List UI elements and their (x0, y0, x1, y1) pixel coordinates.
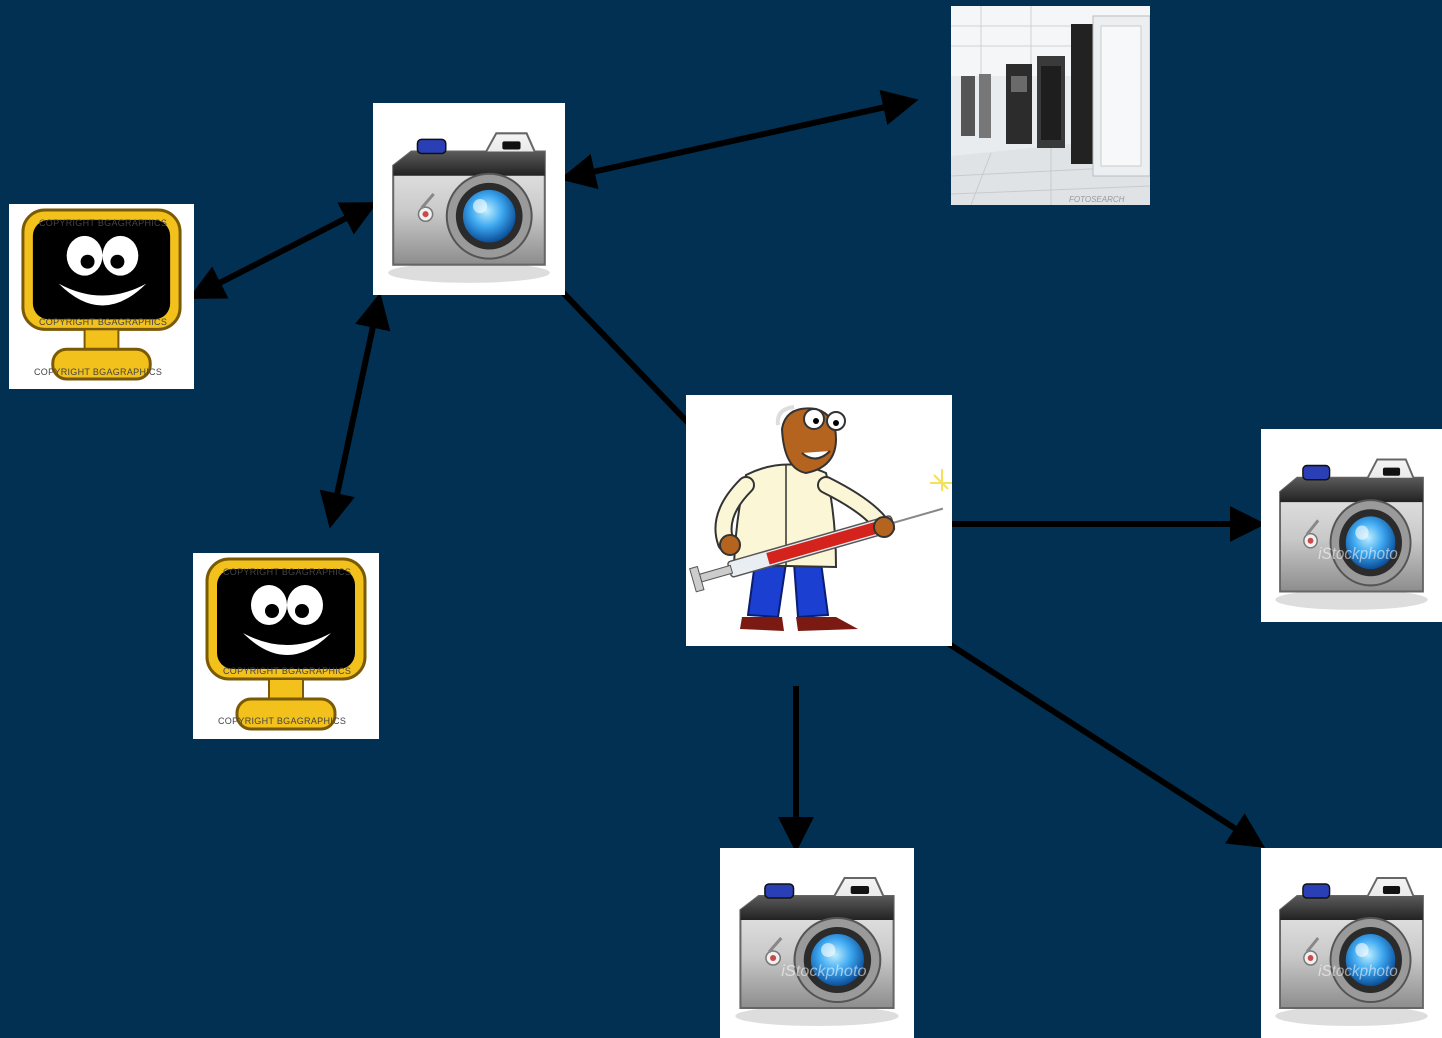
camera-bottom-center-node: iStockphoto (720, 848, 914, 1038)
monitor-watermark: COPYRIGHT BGAGRAPHICS (218, 716, 346, 726)
camera-main-node (373, 103, 565, 295)
monitor-watermark: COPYRIGHT BGAGRAPHICS (39, 218, 167, 228)
arrow-camera-monitor-1 (188, 202, 378, 299)
monitor-watermark: COPYRIGHT BGAGRAPHICS (223, 567, 351, 577)
doctor-node (686, 395, 952, 646)
arrow-camera-server (559, 89, 919, 190)
monitor-watermark: COPYRIGHT BGAGRAPHICS (34, 367, 162, 377)
camera-icon: iStockphoto (733, 876, 901, 1028)
camera-watermark: iStockphoto (1318, 963, 1398, 980)
server-watermark: FOTOSEARCH (1069, 195, 1125, 204)
arrow-doctor-camera-bottom-right (913, 619, 1266, 848)
smiling-monitor-icon: COPYRIGHT BGAGRAPHICS COPYRIGHT BGAGRAPH… (205, 557, 367, 731)
camera-right-node: iStockphoto (1261, 429, 1442, 622)
camera-watermark: iStockphoto (781, 962, 866, 980)
smiling-monitor-icon: COPYRIGHT BGAGRAPHICS COPYRIGHT BGAGRAPH… (21, 208, 182, 381)
monitor-watermark: COPYRIGHT BGAGRAPHICS (39, 317, 167, 327)
server-room-node: FOTOSEARCH (951, 6, 1150, 205)
doctor-with-syringe-icon (689, 405, 952, 631)
server-room-photo: FOTOSEARCH (951, 6, 1150, 205)
monitor-1-node: COPYRIGHT BGAGRAPHICS COPYRIGHT BGAGRAPH… (9, 204, 194, 389)
monitor-watermark: COPYRIGHT BGAGRAPHICS (223, 666, 351, 676)
camera-bottom-right-node: iStockphoto (1261, 848, 1442, 1038)
camera-watermark: iStockphoto (1318, 546, 1398, 564)
camera-icon: iStockphoto (1273, 876, 1430, 1028)
monitor-2-node: COPYRIGHT BGAGRAPHICS COPYRIGHT BGAGRAPH… (193, 553, 379, 739)
camera-icon (386, 131, 552, 285)
arrow-camera-monitor-2 (319, 292, 391, 529)
camera-icon: iStockphoto (1273, 457, 1430, 612)
